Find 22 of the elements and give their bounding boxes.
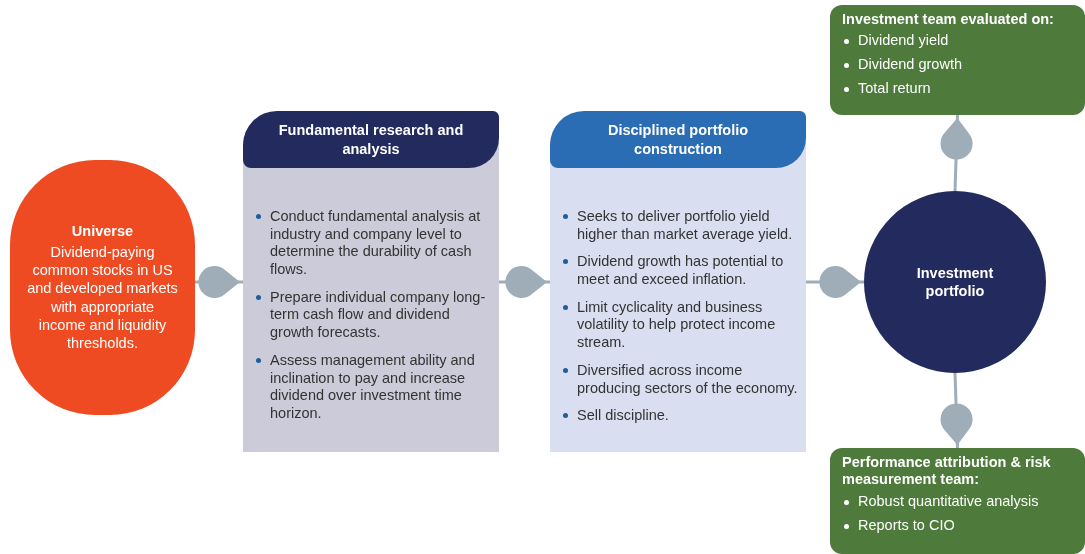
bullet-text: Dividend growth has potential to meet and exceed inflation. — [550, 253, 806, 289]
card-heading: Disciplined portfolio construction — [550, 111, 806, 168]
heading-text: Performance attribution & risk measurement team: — [842, 454, 1052, 489]
team-panel — [830, 5, 1085, 115]
bullet-text: Assess management ability and inclination to pay and increase dividend over investment time horizon. — [243, 351, 499, 423]
body-text: Dividend-paying common stocks in US and developed markets with appropriate income and liquidity thresholds. — [26, 243, 179, 352]
bullet-text: Dividend yield — [842, 30, 1077, 53]
heading-text: Investment team evaluated on: — [842, 11, 1055, 29]
bullet-text: Total return — [842, 77, 1077, 100]
bullet-text: Robust quantitative analysis — [842, 490, 1077, 513]
bullet-text: Limit cyclicality and business volatility to help protect income stream. — [550, 298, 806, 352]
bullet-text: Conduct fundamental analysis at industry and company level to determine the durability of cash flows. — [243, 208, 499, 279]
team-panel — [830, 448, 1085, 554]
bullet-text: Prepare individual company long-term cash flow and dividend growth forecasts. — [243, 288, 499, 342]
bullet-text: Seeks to deliver portfolio yield higher than market average yield. — [550, 208, 806, 244]
heading-text: Investment portfolio — [915, 263, 995, 301]
bullet-text: Diversified across income producing sectors of the economy. — [550, 361, 806, 398]
bullet-text: Reports to CIO — [842, 514, 1077, 537]
bullet-text: Dividend growth — [842, 54, 1077, 76]
heading-text: Universe — [70, 223, 135, 240]
card-heading: Fundamental research and analysis — [243, 111, 499, 168]
bullet-text: Sell discipline. — [550, 407, 806, 425]
